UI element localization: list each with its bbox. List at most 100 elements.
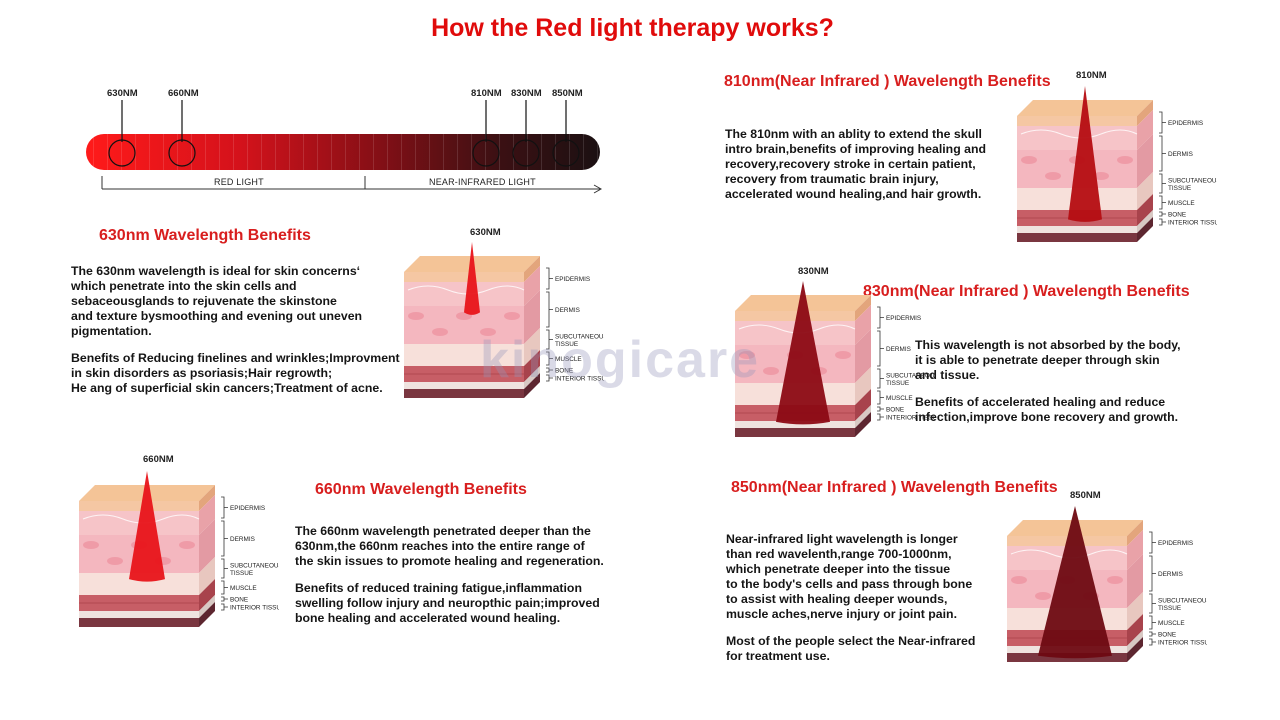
layer-label: EPIDERMIS	[1168, 120, 1203, 127]
marker-660nm: 660NM	[168, 88, 199, 99]
text-line: than red wavelenth,range 700-1000nm,	[726, 547, 952, 561]
light-beam	[1038, 506, 1112, 659]
text-line: bone healing and accelerated wound heali…	[295, 611, 561, 625]
text-830nm: This wavelength is not absorbed by the b…	[915, 338, 1181, 425]
heading-630nm: 630nm Wavelength Benefits	[99, 227, 311, 244]
light-beam	[464, 242, 480, 315]
text-line: to assist with healing deeper wounds,	[726, 592, 948, 606]
layer-label: BONE	[230, 597, 248, 604]
label-810nm: 810NM	[1076, 70, 1107, 81]
light-beam	[1068, 86, 1102, 222]
label-830nm: 830NM	[798, 266, 829, 277]
text-line: which penetrate into the skin cells and	[71, 279, 297, 293]
text-line: The 810nm with an ablity to extend the s…	[725, 127, 982, 141]
text-line: The 660nm wavelength penetrated deeper t…	[295, 524, 591, 538]
layer-label: TISSUE	[555, 341, 578, 348]
text-line: infection,improve bone recovery and grow…	[915, 410, 1179, 424]
text-line: He ang of superficial skin cancers;Treat…	[71, 381, 383, 395]
text-line: Benefits of reduced training fatigue,inf…	[295, 581, 582, 595]
watermark: kinogicare	[480, 331, 761, 389]
text-line: recovery,recovery stroke in certain pati…	[725, 157, 976, 171]
text-line: swelling follow injury and neuropthic pa…	[295, 596, 600, 610]
light-beam	[129, 471, 165, 582]
text-line: sebaceousglands to rejuvenate the skinst…	[71, 294, 337, 308]
text-line: and tissue.	[915, 368, 980, 382]
layer-label: TISSUE	[230, 570, 253, 577]
layer-label: INTERIOR TISSUES	[886, 415, 935, 422]
text-line: which penetrate deeper into the tissue	[726, 562, 951, 576]
layer-label: MUSCLE	[230, 585, 257, 592]
layer-label: BONE	[1158, 632, 1176, 639]
text-850nm: Near-infrared light wavelength is longer…	[726, 532, 975, 664]
wavelength-spectrum	[86, 100, 603, 194]
layer-label: INTERIOR TISSUES	[1158, 640, 1207, 647]
layer-label: INTERIOR TISSUES	[1168, 220, 1217, 227]
text-line: This wavelength is not absorbed by the b…	[915, 338, 1181, 352]
text-line: The 630nm wavelength is ideal for skin c…	[71, 264, 361, 278]
layer-label: SUBCUTANEOUS	[1158, 597, 1207, 604]
layer-label: TISSUE	[886, 380, 909, 387]
text-line: 630nm,the 660nm reaches into the entire …	[295, 539, 585, 553]
layer-label: BONE	[555, 368, 573, 375]
layer-label: SUBCUTANEOUS	[230, 562, 279, 569]
layer-label: SUBCUTANEOUS	[1168, 177, 1217, 184]
layer-label: DERMIS	[886, 346, 911, 353]
text-630nm: The 630nm wavelength is ideal for skin c…	[71, 264, 400, 396]
layer-label: INTERIOR TISSUES	[555, 376, 604, 383]
text-660nm: The 660nm wavelength penetrated deeper t…	[295, 524, 604, 626]
text-line: the skin issues to promote healing and r…	[295, 554, 604, 568]
layer-label: EPIDERMIS	[886, 315, 921, 322]
layer-label: INTERIOR TISSUES	[230, 605, 279, 612]
heading-850nm: 850nm(Near Infrared ) Wavelength Benefit…	[731, 479, 1058, 496]
marker-850nm: 850NM	[552, 88, 583, 99]
layer-label: DERMIS	[555, 307, 580, 314]
text-line: Benefits of Reducing finelines and wrink…	[71, 351, 400, 365]
layer-label: BONE	[1168, 212, 1186, 219]
text-line: and texture bysmoothing and evening out …	[71, 309, 363, 323]
layer-label: DERMIS	[1158, 571, 1183, 578]
text-line: for treatment use.	[726, 649, 830, 663]
layer-label: MUSCLE	[1158, 620, 1185, 627]
text-line: in skin disorders as psoriasis;Hair regr…	[71, 366, 333, 380]
text-line: intro brain,benefits of improving healin…	[725, 142, 986, 156]
text-810nm: The 810nm with an ablity to extend the s…	[725, 127, 986, 202]
layer-label: TISSUE	[1158, 605, 1181, 612]
layer-label: DERMIS	[230, 536, 255, 543]
layer-label: MUSCLE	[1168, 200, 1195, 207]
layer-label: BONE	[886, 407, 904, 414]
layer-label: MUSCLE	[555, 356, 582, 363]
text-line: accelerated wound healing,and hair growt…	[725, 187, 982, 201]
label-850nm: 850NM	[1070, 490, 1101, 501]
layer-label: SUBCUTANEOUS	[886, 372, 935, 379]
text-line: Most of the people select the Near-infra…	[726, 634, 976, 648]
text-line: pigmentation.	[71, 324, 152, 338]
text-line: to the body's cells and pass through bon…	[726, 577, 973, 591]
skin-layers-graphic: EPIDERMISDERMISSUBCUTANEOUSTISSUEMUSCLEB…	[735, 281, 946, 437]
layer-label: TISSUE	[1168, 185, 1191, 192]
marker-630nm: 630NM	[107, 88, 138, 99]
text-line: Benefits of accelerated healing and redu…	[915, 395, 1166, 409]
text-line: muscle aches,nerve injury or joint pain.	[726, 607, 957, 621]
layer-label: EPIDERMIS	[230, 505, 265, 512]
light-beam	[776, 281, 830, 425]
text-line: Near-infrared light wavelength is longer	[726, 532, 958, 546]
text-line: recovery from traumatic brain injury,	[725, 172, 939, 186]
marker-830nm: 830NM	[511, 88, 542, 99]
label-630nm: 630NM	[470, 227, 501, 238]
label-660nm: 660NM	[143, 454, 174, 465]
heading-660nm: 660nm Wavelength Benefits	[315, 481, 527, 498]
layer-label: EPIDERMIS	[555, 276, 590, 283]
skin-layers-graphic: EPIDERMISDERMISSUBCUTANEOUSTISSUEMUSCLEB…	[404, 242, 615, 398]
skin-layers-graphic: EPIDERMISDERMISSUBCUTANEOUSTISSUEMUSCLEB…	[1017, 86, 1228, 242]
near-infrared-label: NEAR-INFRARED LIGHT	[429, 177, 536, 187]
text-line: it is able to penetrate deeper through s…	[915, 353, 1160, 367]
marker-810nm: 810NM	[471, 88, 502, 99]
page-title: How the Red light therapy works?	[431, 14, 834, 42]
heading-830nm: 830nm(Near Infrared ) Wavelength Benefit…	[863, 283, 1190, 300]
layer-label: EPIDERMIS	[1158, 540, 1193, 547]
